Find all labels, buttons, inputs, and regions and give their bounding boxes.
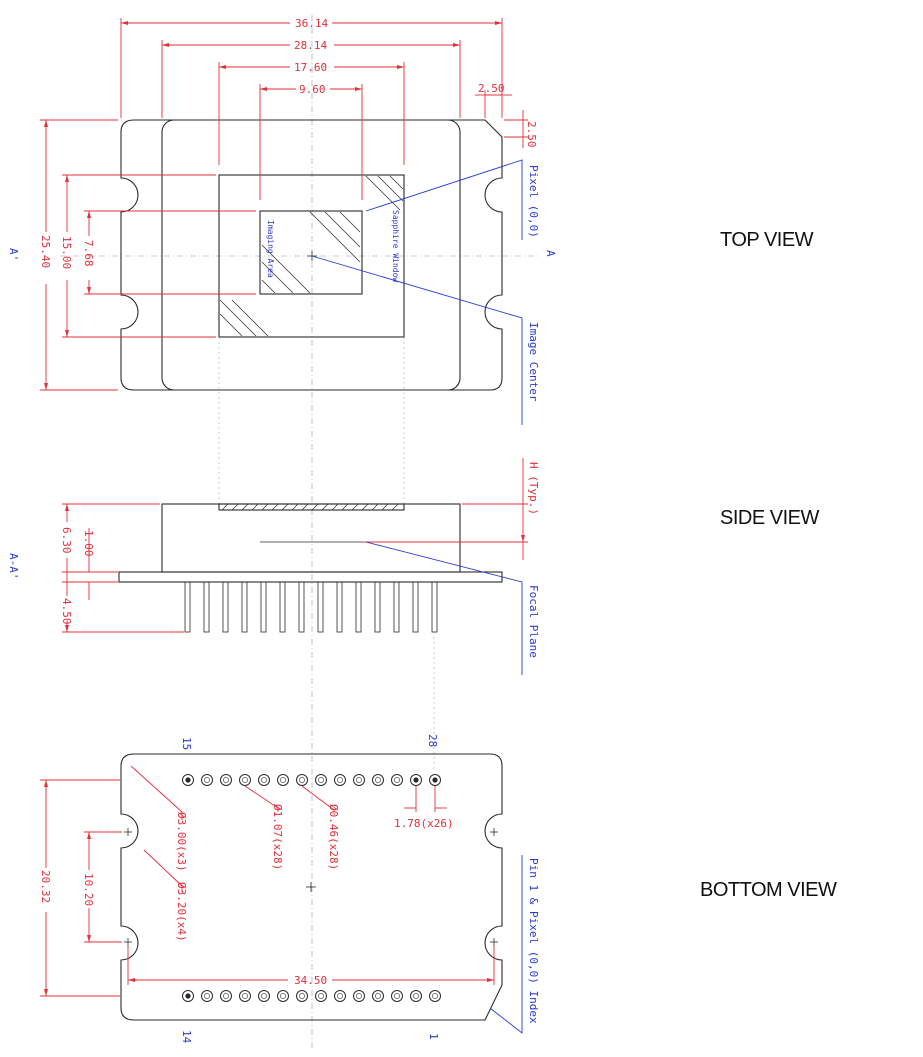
section-label-a-prime: A' [7,248,20,261]
dim-imaging-height: 7.68 [82,240,95,267]
title-top-view: TOP VIEW [720,229,814,251]
dim-bottom-height: 20.32 [39,870,52,903]
top-view: 36.14 28.14 17.60 9.60 2.50 2.50 [7,15,557,1050]
dim-chamfer-h: 2.50 [478,82,505,95]
dim-side-height: 6.30 [60,527,73,554]
dim-chamfer-v: 2.50 [525,121,538,148]
dim-window-height: 15.00 [60,236,73,269]
dim-overall-height: 25.40 [39,235,52,268]
label-sapphire-window: Sapphire Window [391,210,400,282]
side-view: 6.30 1.00 4.50 H (Typ.) A-A' Focal Plane [7,458,540,770]
dim-pad: Ø1.07(x28) [271,804,284,870]
package-outline-bottom [120,753,503,1021]
dim-window-width: 17.60 [294,61,327,74]
bottom-view: 15 28 14 1 [39,734,540,1044]
image-center-leader [311,255,523,425]
dim-pin-length: 4.50 [60,598,73,625]
side-body [161,503,461,573]
pin-number-28: 28 [426,734,439,747]
title-side-view: SIDE VIEW [720,507,819,529]
pin-number-1: 1 [427,1033,440,1040]
pin-number-15: 15 [180,737,193,750]
title-bottom-view: BOTTOM VIEW [700,879,837,901]
pixel00-leader [365,159,523,240]
pin-number-14: 14 [180,1030,193,1044]
imaging-area [259,210,363,295]
dim-body-width: 28.14 [294,39,327,52]
label-focal-plane: Focal Plane [527,585,540,658]
focal-plane-leader [365,541,523,675]
bottom-dimensions [40,765,495,997]
sapphire-window [218,174,405,338]
section-label-a-a-prime: A-A' [7,553,20,580]
label-h-typ: H (Typ.) [527,462,540,515]
side-window [218,503,405,511]
package-outline-top [120,119,503,391]
label-imaging-area: Imaging Area [266,220,275,278]
package-body-top [161,119,461,391]
pin-row-bottom [182,990,441,1002]
label-image-center: Image Center [527,322,540,402]
dim-notch: Ø3.20(x4) [175,882,188,942]
side-pins [184,581,438,633]
side-dimensions [62,458,528,633]
mounting-holes [124,828,498,946]
label-pixel00: Pixel (0,0) [527,165,540,238]
dim-pin-pitch: 1.78(x26) [394,817,454,830]
pin1-index-leader [489,855,523,1034]
dim-focal-offset: 1.00 [82,530,95,557]
window-hatching [219,175,404,337]
side-base-flange [118,571,503,583]
dim-mount-hole: Ø3.00(x3) [175,812,188,872]
top-vertical-dimensions [40,119,256,391]
dim-hole-spacing: 10.20 [82,873,95,906]
dim-pin-dia: Ø0.46(x28) [327,804,340,870]
top-horizontal-dimensions [120,18,528,200]
section-label-a: A [544,250,557,257]
dim-bottom-width: 34.50 [294,974,327,987]
dim-overall-width: 36.14 [295,17,328,30]
dim-imaging-width: 9.60 [299,83,326,96]
pin-row-top [182,774,441,786]
label-pin1-index: Pin 1 & Pixel (0,0) Index [527,858,540,1024]
